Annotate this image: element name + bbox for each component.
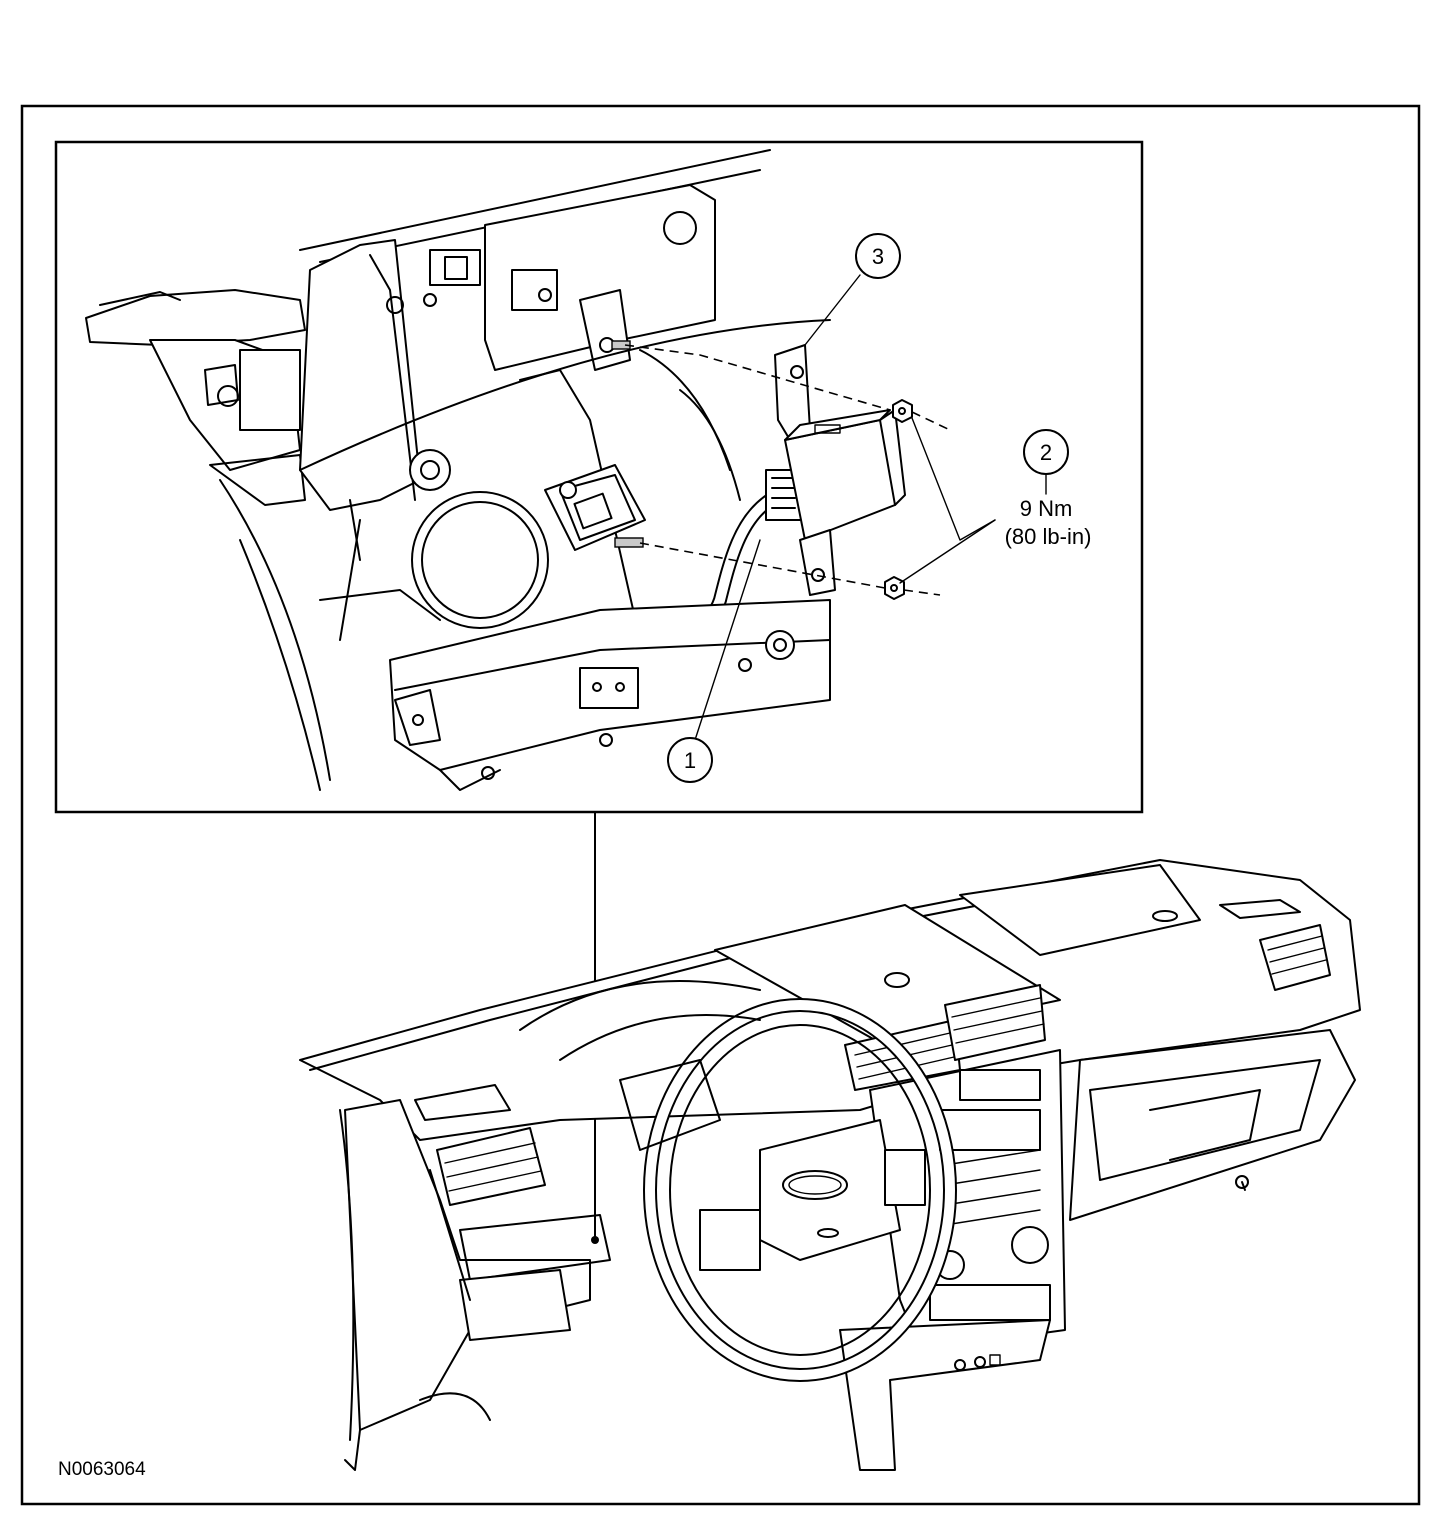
- callout-3: 3: [855, 233, 901, 279]
- speaker-opening: [411, 491, 549, 629]
- upper-panel: [484, 184, 716, 371]
- nut-upper: [892, 399, 913, 423]
- leader-2-upper: [911, 417, 996, 541]
- detail-view: 3 2 9 Nm (80 lb-in) 1: [54, 140, 1144, 814]
- nut-lower: [884, 576, 905, 600]
- callout-3-label: 3: [872, 244, 884, 269]
- steering-wheel: [643, 998, 957, 1382]
- callout-1: 1: [667, 737, 713, 783]
- instrument-panel-view: [299, 859, 1361, 1471]
- locator-dot: [591, 1236, 599, 1244]
- leader-1: [694, 539, 761, 741]
- pillar: [299, 239, 421, 511]
- torque-lb-in: (80 lb-in): [1005, 524, 1092, 549]
- ford-logo: [782, 1170, 848, 1200]
- callout-2-label: 2: [1040, 440, 1052, 465]
- figure-id: N0063064: [58, 1459, 146, 1480]
- callout-2: 2: [1023, 429, 1069, 475]
- leader-3: [804, 274, 861, 346]
- callout-1-label: 1: [684, 748, 696, 773]
- torque-nm: 9 Nm: [1020, 496, 1073, 521]
- left-bracket: [85, 289, 306, 346]
- leader-2-lower: [899, 519, 996, 584]
